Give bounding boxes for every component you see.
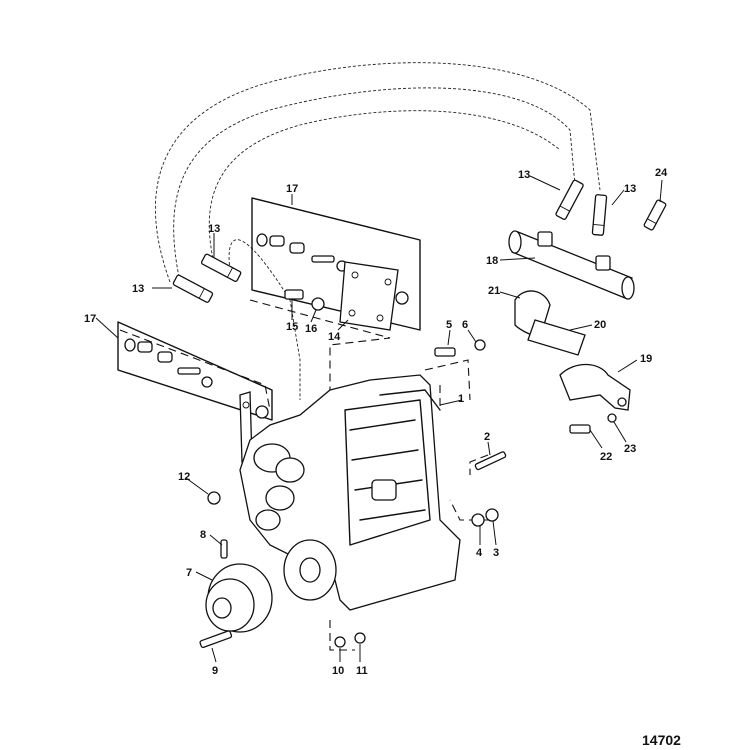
mounting-plate [284, 261, 409, 331]
callout-19: 19 [640, 353, 652, 365]
transmission-housing [239, 374, 461, 611]
callout-18: 18 [486, 255, 498, 267]
cooler-hoses [154, 62, 601, 400]
callout-13-right-a: 13 [518, 169, 530, 181]
oil-cooler [508, 230, 635, 300]
callout-23: 23 [624, 443, 636, 455]
loose-hardware [207, 339, 507, 648]
cooler-clamp [514, 290, 631, 434]
hardware-panel-upper [251, 197, 421, 331]
callout-2: 2 [484, 431, 490, 443]
output-coupling [199, 539, 273, 649]
callout-4: 4 [476, 547, 483, 559]
callout-leaders [95, 175, 663, 663]
callout-22: 22 [600, 451, 612, 463]
callout-16: 16 [305, 323, 317, 335]
callout-8: 8 [200, 529, 206, 541]
callout-13-right-b: 13 [624, 183, 636, 195]
callout-14: 14 [328, 331, 341, 343]
callout-labels: 1 2 3 4 5 6 7 8 9 10 11 12 13 13 13 13 1… [84, 167, 668, 677]
hardware-panel-lower [117, 321, 273, 421]
callout-9: 9 [212, 665, 218, 677]
callout-21: 21 [488, 285, 500, 297]
assembly-lines [119, 299, 490, 651]
callout-20: 20 [594, 319, 606, 331]
callout-13-left: 13 [132, 283, 144, 295]
callout-5: 5 [446, 319, 452, 331]
callout-3: 3 [493, 547, 499, 559]
callout-10: 10 [332, 665, 344, 677]
callout-1: 1 [458, 393, 464, 405]
callout-15: 15 [286, 321, 298, 333]
callout-24: 24 [655, 167, 668, 179]
callout-7: 7 [186, 567, 192, 579]
callout-13-mid: 13 [208, 223, 220, 235]
hose-fittings [172, 179, 667, 303]
callout-17-lower: 17 [84, 313, 96, 325]
callout-6: 6 [462, 319, 468, 331]
callout-12: 12 [178, 471, 190, 483]
callout-17-upper: 17 [286, 183, 298, 195]
figure-number: 14702 [642, 732, 681, 748]
callout-11: 11 [356, 665, 368, 677]
